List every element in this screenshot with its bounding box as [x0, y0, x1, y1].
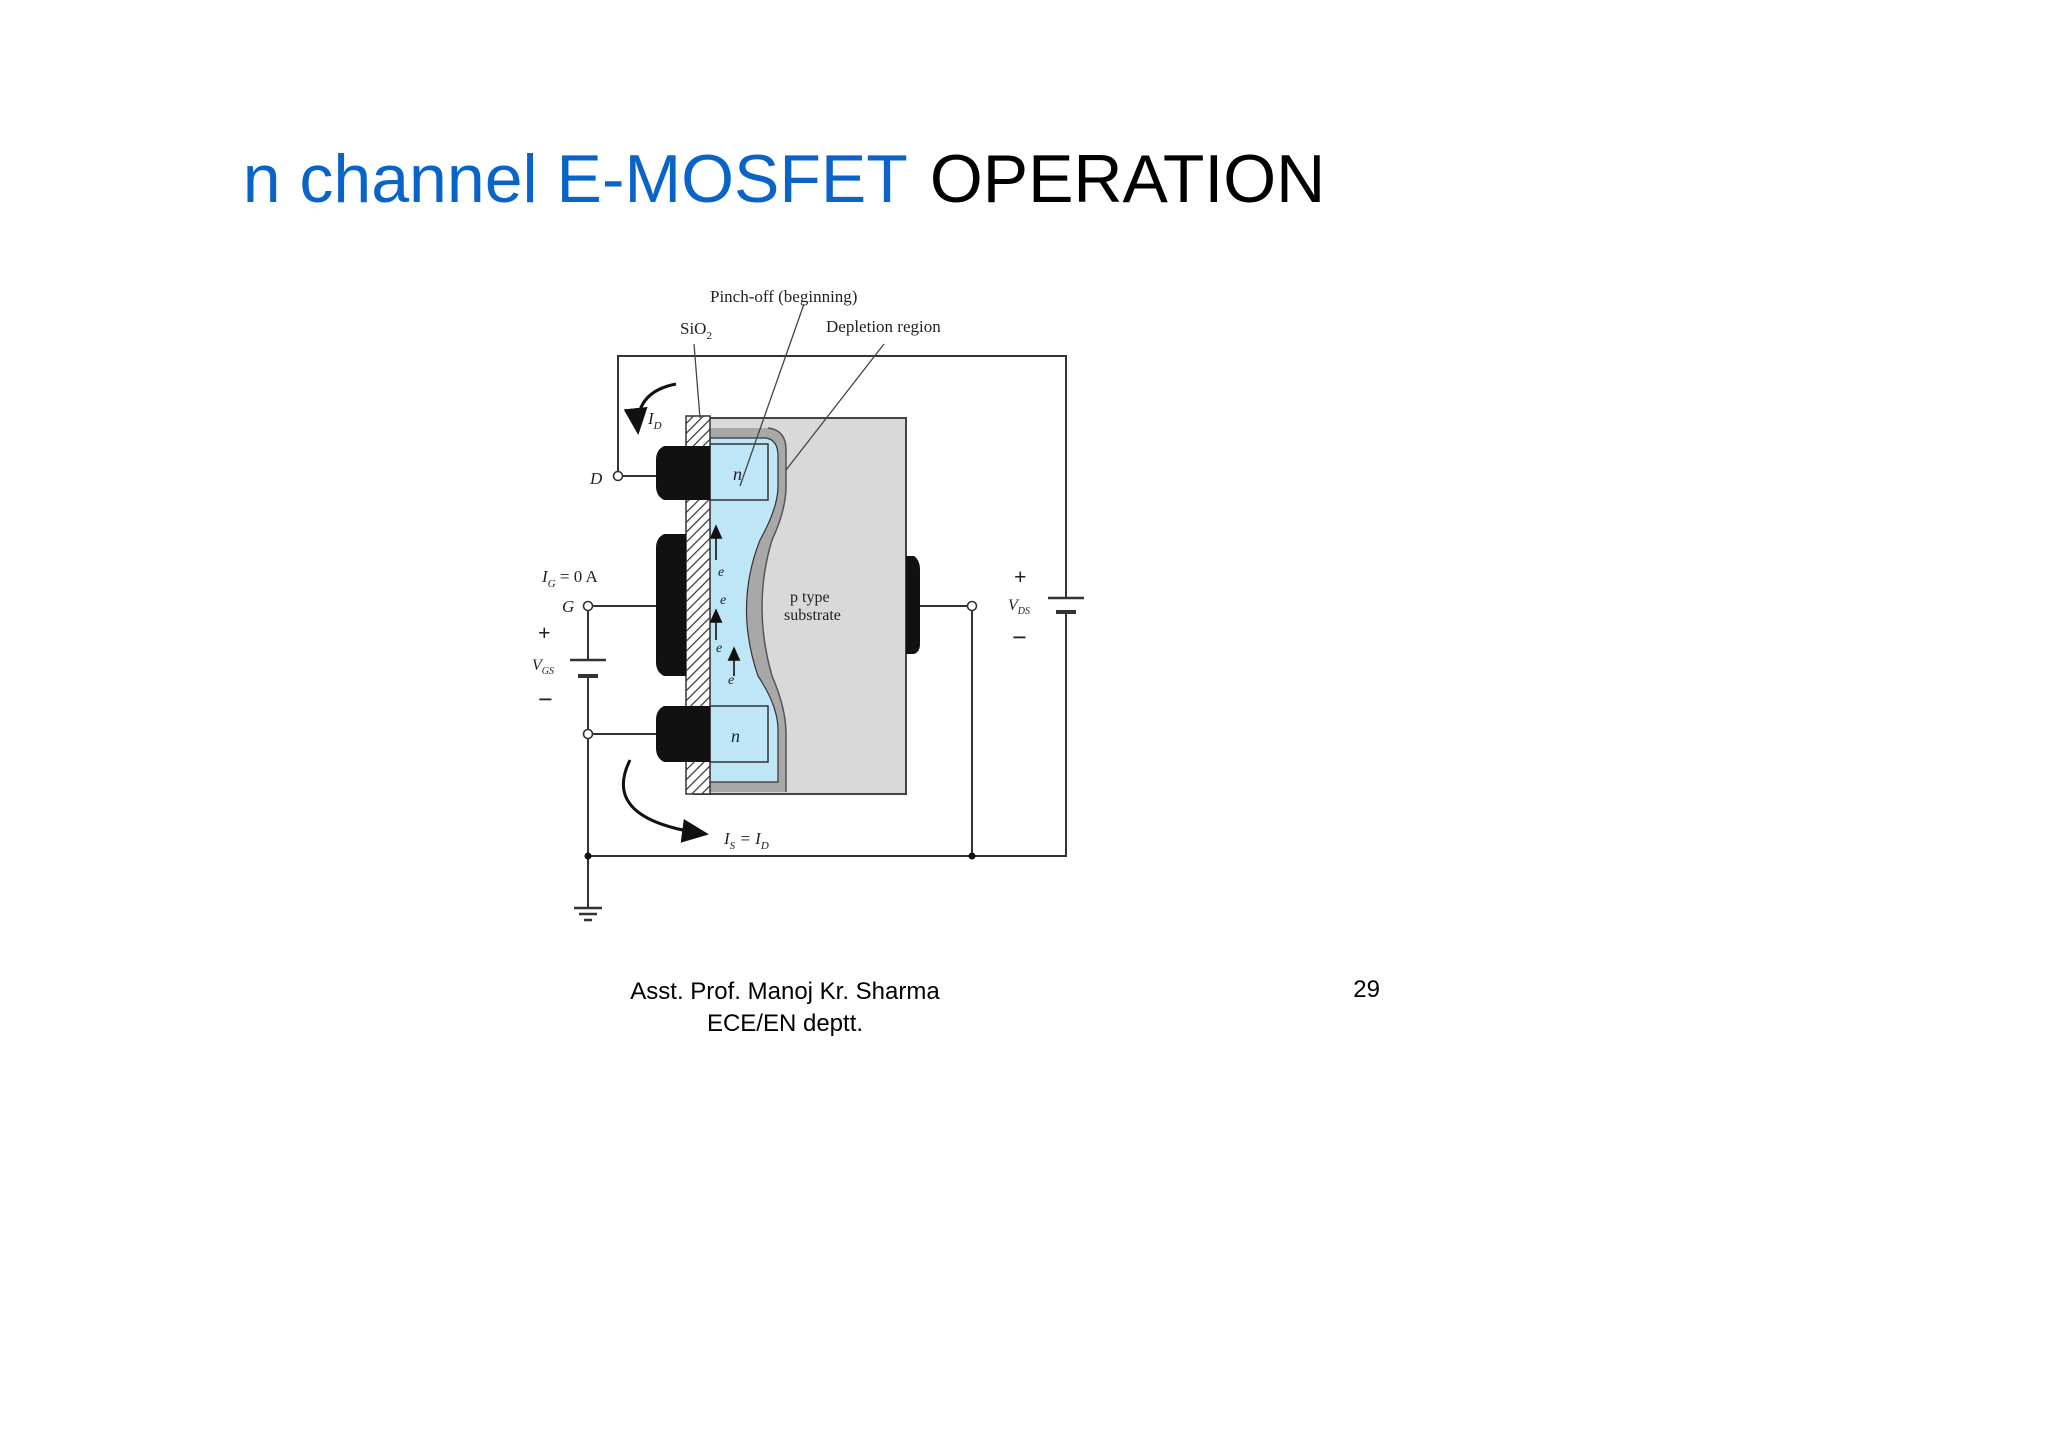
n-region-source [709, 705, 769, 763]
svg-text:e: e [718, 565, 724, 580]
title-n-channel-e-mosfet: n channel E-MOSFET [242, 141, 908, 217]
svg-text:e: e [728, 673, 734, 688]
sio2-label: SiO2 [680, 319, 712, 342]
depletion-region-label: Depletion region [826, 317, 941, 336]
title-operation: OPERATION [929, 141, 1326, 217]
page-number: 29 [1353, 976, 1380, 1003]
id-current-arrow [623, 382, 677, 435]
gate-label: G [562, 597, 574, 616]
drain-label: D [589, 469, 603, 488]
n-top-label: n [733, 464, 742, 484]
substrate-label-line2: substrate [784, 607, 841, 624]
ig-label: IG = 0 A [541, 567, 599, 590]
electron-flow-arrows [709, 524, 741, 676]
electron-labels: e e e e [716, 565, 734, 688]
is-equals-id-label: IS = ID [723, 829, 769, 852]
metal-contacts [656, 446, 920, 762]
author-name: Asst. Prof. Manoj Kr. Sharma [630, 978, 940, 1005]
is-current-arrow [621, 759, 709, 843]
vds-battery-icon [1048, 596, 1084, 614]
junction-dots [584, 852, 976, 860]
author-department: ECE/EN deptt. [706, 1010, 864, 1037]
svg-text:e: e [720, 593, 726, 608]
depletion-boundary [761, 427, 787, 792]
vgs-plus: + [538, 620, 551, 645]
slide-title: n channel E-MOSFET OPERATION [0, 140, 1568, 218]
id-label: ID [647, 409, 662, 432]
vgs-battery-icon [570, 658, 606, 678]
n-bottom-label: n [731, 726, 740, 746]
ground-icon [574, 906, 602, 922]
induced-n-channel [709, 437, 779, 783]
vds-label: VDS [1008, 597, 1030, 617]
callout-leader-lines [693, 303, 885, 487]
e-mosfet-diagram: Pinch-off (beginning) SiO2 Depletion reg… [532, 287, 1084, 922]
source-contact [656, 706, 710, 762]
vgs-label: VGS [532, 657, 554, 677]
drain-contact [656, 446, 710, 500]
vds-plus: + [1014, 564, 1027, 589]
pinch-off-label: Pinch-off (beginning) [710, 287, 857, 306]
gate-contact [656, 534, 686, 676]
substrate-label-line1: p type [790, 589, 830, 606]
vds-minus: − [1012, 623, 1027, 652]
vgs-minus: − [538, 685, 553, 714]
terminal-circles [582, 470, 978, 740]
footer-author: Asst. Prof. Manoj Kr. Sharma ECE/EN dept… [560, 976, 1010, 1040]
svg-text:e: e [716, 641, 722, 656]
substrate-contact [906, 556, 920, 654]
n-region-drain [709, 443, 769, 501]
